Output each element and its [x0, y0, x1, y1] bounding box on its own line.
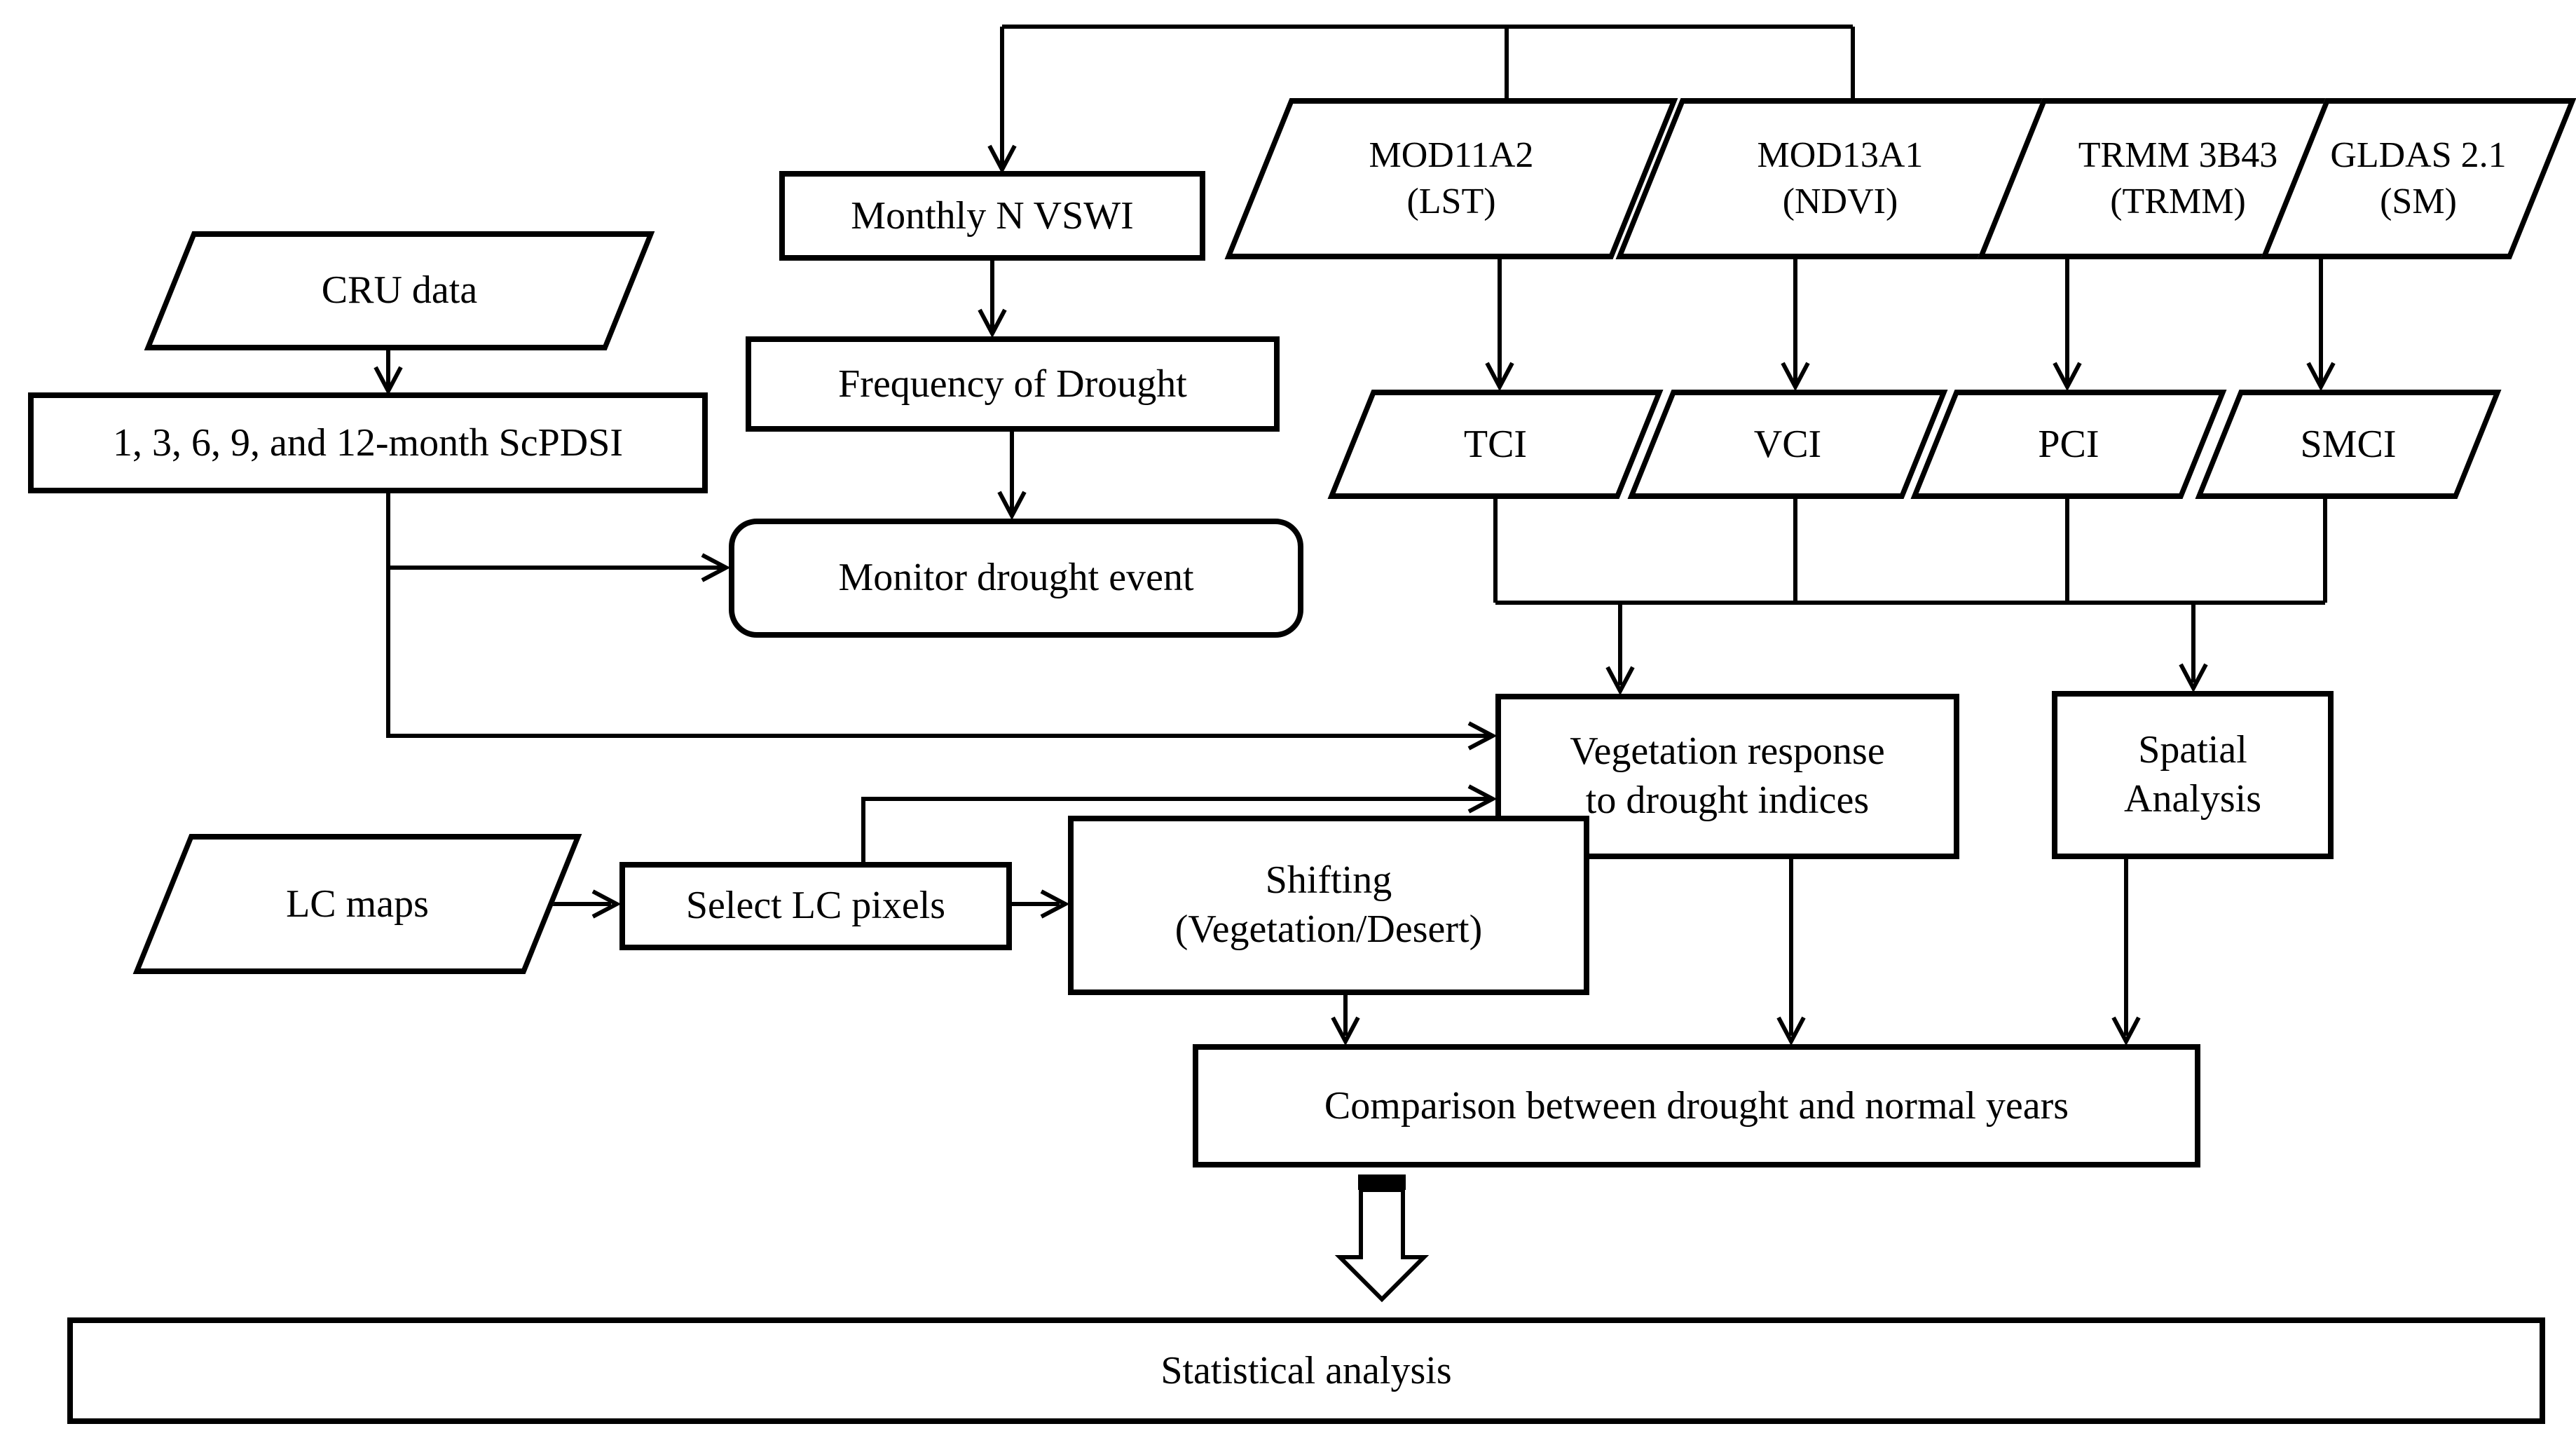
arrowhead-select: [591, 889, 622, 919]
select-label: Select LC pixels: [685, 884, 946, 928]
node-monthly-nvswi: Monthly N VSWI: [779, 171, 1205, 261]
frequency-label: Frequency of Drought: [838, 362, 1187, 406]
arrowhead-smci: [2306, 362, 2336, 392]
arrowhead-comparison-right: [2111, 1016, 2141, 1046]
arrowhead-veg-upper: [1467, 721, 1498, 751]
cru-label: CRU data: [321, 269, 478, 313]
node-smci: SMCI: [2195, 390, 2502, 499]
arrowhead-vci: [1781, 362, 1810, 392]
spatial-line2: Analysis: [2124, 778, 2261, 821]
node-cru-data: CRU data: [144, 231, 655, 350]
mod11a2-line2: (LST): [1406, 180, 1496, 221]
arrowhead-comparison-left: [1331, 1016, 1360, 1046]
node-select-lc-pixels: Select LC pixels: [619, 862, 1012, 950]
statistical-label: Statistical analysis: [1160, 1349, 1452, 1392]
spatial-line1: Spatial: [2138, 729, 2247, 772]
block-arrow-cap: [1358, 1174, 1406, 1190]
arrowhead-veg-lower: [1467, 784, 1498, 814]
mod13a1-line1: MOD13A1: [1757, 135, 1924, 175]
node-spatial-analysis: Spatial Analysis: [2052, 691, 2334, 859]
node-mod11a2: MOD11A2 (LST): [1224, 98, 1678, 259]
node-statistical-analysis: Statistical analysis: [67, 1317, 2545, 1424]
gldas-line2: (SM): [2380, 180, 2457, 221]
veg-line1: Vegetation response: [1570, 730, 1885, 774]
node-lc-maps: LC maps: [132, 834, 582, 974]
shifting-line2: (Vegetation/Desert): [1174, 908, 1483, 952]
block-arrow-down-icon: [1334, 1188, 1430, 1303]
node-frequency-of-drought: Frequency of Drought: [746, 336, 1280, 432]
node-vegetation-response: Vegetation response to drought indices: [1495, 694, 1959, 859]
mod11a2-line1: MOD11A2: [1369, 135, 1534, 175]
node-shifting: Shifting (Vegetation/Desert): [1068, 816, 1589, 995]
vci-label: VCI: [1753, 423, 1822, 466]
node-tci: TCI: [1327, 390, 1664, 499]
arrowhead-pci: [2053, 362, 2082, 392]
arrowhead-comparison-mid: [1776, 1016, 1806, 1046]
veg-line2: to drought indices: [1585, 779, 1870, 823]
monthly-nvswi-label: Monthly N VSWI: [851, 194, 1134, 238]
arrowhead-scpdsi: [374, 366, 403, 396]
node-mod13a1: MOD13A1 (NDVI): [1615, 98, 2065, 259]
edge-scpdsi-trunk: [386, 493, 1490, 738]
arrowhead-shifting: [1040, 889, 1070, 919]
trmm-line2: (TRMM): [2110, 180, 2246, 221]
node-trmm-3b43: TRMM 3B43 (TRMM): [1977, 98, 2379, 259]
tci-label: TCI: [1463, 423, 1528, 466]
arrowhead-veg-top: [1605, 666, 1635, 696]
arrowhead-spatial-top: [2179, 663, 2208, 693]
monitor-label: Monitor drought event: [838, 556, 1194, 600]
node-monitor-drought-event: Monitor drought event: [729, 519, 1303, 638]
lcmaps-label: LC maps: [286, 882, 429, 926]
scpdsi-label: 1, 3, 6, 9, and 12-month ScPDSI: [113, 421, 623, 465]
arrowhead-tci: [1485, 362, 1514, 392]
edge-select-to-veg: [861, 797, 1490, 863]
arrowhead-monitor-left: [701, 553, 731, 582]
comparison-label: Comparison between drought and normal ye…: [1324, 1084, 2069, 1128]
arrowhead-monitor-top: [997, 491, 1027, 521]
node-vci: VCI: [1627, 390, 1948, 499]
pci-label: PCI: [2038, 423, 2099, 466]
shifting-line1: Shifting: [1265, 859, 1392, 903]
trmm-line1: TRMM 3B43: [2078, 135, 2278, 175]
arrowhead-monthly: [987, 144, 1017, 174]
smci-label: SMCI: [2300, 423, 2397, 466]
gldas-line1: GLDAS 2.1: [2330, 135, 2507, 175]
node-comparison: Comparison between drought and normal ye…: [1193, 1044, 2200, 1167]
node-scpdsi: 1, 3, 6, 9, and 12-month ScPDSI: [28, 392, 708, 493]
node-gldas-21: GLDAS 2.1 (SM): [2260, 98, 2576, 259]
mod13a1-line2: (NDVI): [1782, 180, 1898, 221]
node-pci: PCI: [1910, 390, 2227, 499]
arrowhead-frequency: [978, 308, 1007, 338]
